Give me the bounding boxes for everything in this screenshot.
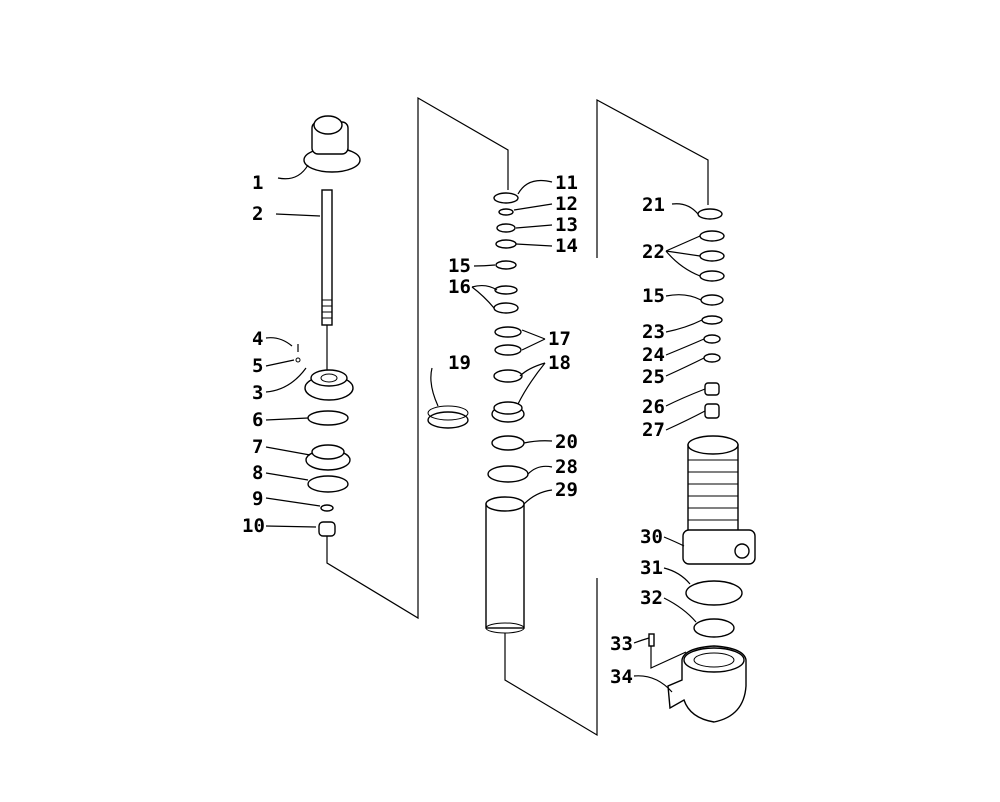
part-19-band bbox=[427, 405, 469, 429]
part-label-31: 31 bbox=[640, 557, 663, 579]
part-label-2: 2 bbox=[252, 203, 263, 225]
part-label-20: 20 bbox=[555, 431, 578, 453]
part-16-shim-1 bbox=[494, 285, 518, 295]
assembly-line-left bbox=[326, 96, 509, 620]
part-label-23: 23 bbox=[642, 321, 665, 343]
part-25-washer bbox=[703, 353, 721, 363]
part-2-shaft bbox=[321, 189, 333, 372]
part-18-piston bbox=[491, 401, 525, 423]
part-label-8: 8 bbox=[252, 462, 263, 484]
part-22-shim-3 bbox=[699, 270, 725, 282]
part-label-6: 6 bbox=[252, 409, 263, 431]
part-label-10: 10 bbox=[242, 515, 265, 537]
part-label-5: 5 bbox=[252, 355, 263, 377]
part-23-washer bbox=[701, 315, 723, 325]
part-label-13: 13 bbox=[555, 214, 578, 236]
part-24-washer bbox=[703, 334, 721, 344]
part-11-washer bbox=[493, 192, 519, 204]
part-label-17: 17 bbox=[548, 328, 571, 350]
part-18-shim bbox=[493, 369, 523, 383]
part-label-26: 26 bbox=[642, 396, 665, 418]
part-17-shim-1 bbox=[494, 326, 522, 338]
part-label-30: 30 bbox=[640, 526, 663, 548]
part-label-15-mid: 15 bbox=[448, 255, 471, 277]
assembly-line-mid-bottom bbox=[504, 578, 598, 737]
part-label-25: 25 bbox=[642, 366, 665, 388]
part-31-o-ring bbox=[685, 580, 743, 606]
leader-lines bbox=[265, 164, 706, 693]
part-27-cap bbox=[704, 403, 720, 419]
part-29-tube bbox=[485, 496, 525, 634]
part-label-19: 19 bbox=[448, 352, 471, 374]
part-22-shim-1 bbox=[699, 230, 725, 242]
part-label-9: 9 bbox=[252, 488, 263, 510]
part-28-ring bbox=[487, 465, 529, 483]
part-label-12: 12 bbox=[555, 193, 578, 215]
part-22-shim-2 bbox=[699, 250, 725, 262]
part-34-lower-eye bbox=[667, 645, 747, 723]
part-21-washer bbox=[697, 208, 723, 220]
part-9-washer bbox=[320, 504, 334, 512]
part-label-14: 14 bbox=[555, 235, 578, 257]
part-5-clip bbox=[295, 357, 301, 363]
part-label-22: 22 bbox=[642, 241, 665, 263]
part-16-shim-2 bbox=[493, 302, 519, 314]
part-33-pin bbox=[648, 633, 655, 647]
part-label-3: 3 bbox=[252, 382, 263, 404]
part-6-o-ring bbox=[307, 410, 349, 426]
part-15-shim-b bbox=[700, 294, 724, 306]
assembly-line-mid-top bbox=[596, 98, 709, 258]
part-label-18: 18 bbox=[548, 352, 571, 374]
part-label-32: 32 bbox=[640, 587, 663, 609]
part-32-ring bbox=[693, 618, 735, 638]
part-26-nut bbox=[704, 382, 720, 396]
part-15-shim-a bbox=[495, 260, 517, 270]
part-label-7: 7 bbox=[252, 436, 263, 458]
part-label-16: 16 bbox=[448, 276, 471, 298]
part-30-body bbox=[682, 435, 756, 565]
part-label-15-right: 15 bbox=[642, 285, 665, 307]
assembly-line-pin bbox=[650, 646, 687, 669]
part-8-ring bbox=[307, 475, 349, 493]
part-3-seal-head bbox=[304, 369, 354, 401]
part-label-1: 1 bbox=[252, 172, 263, 194]
part-14-shim bbox=[495, 239, 517, 249]
part-label-29: 29 bbox=[555, 479, 578, 501]
part-10-nut bbox=[318, 521, 336, 537]
part-label-4: 4 bbox=[252, 328, 263, 350]
part-13-shim bbox=[496, 223, 516, 233]
part-17-shim-2 bbox=[494, 344, 522, 356]
part-label-34: 34 bbox=[610, 666, 633, 688]
part-label-27: 27 bbox=[642, 419, 665, 441]
part-20-o-ring bbox=[491, 435, 525, 451]
part-label-24: 24 bbox=[642, 344, 665, 366]
part-7-piston bbox=[305, 444, 351, 471]
part-label-21: 21 bbox=[642, 194, 665, 216]
part-1-eye-mount bbox=[303, 115, 361, 173]
part-label-28: 28 bbox=[555, 456, 578, 478]
part-label-11: 11 bbox=[555, 172, 578, 194]
part-label-33: 33 bbox=[610, 633, 633, 655]
part-12-washer bbox=[498, 208, 514, 216]
